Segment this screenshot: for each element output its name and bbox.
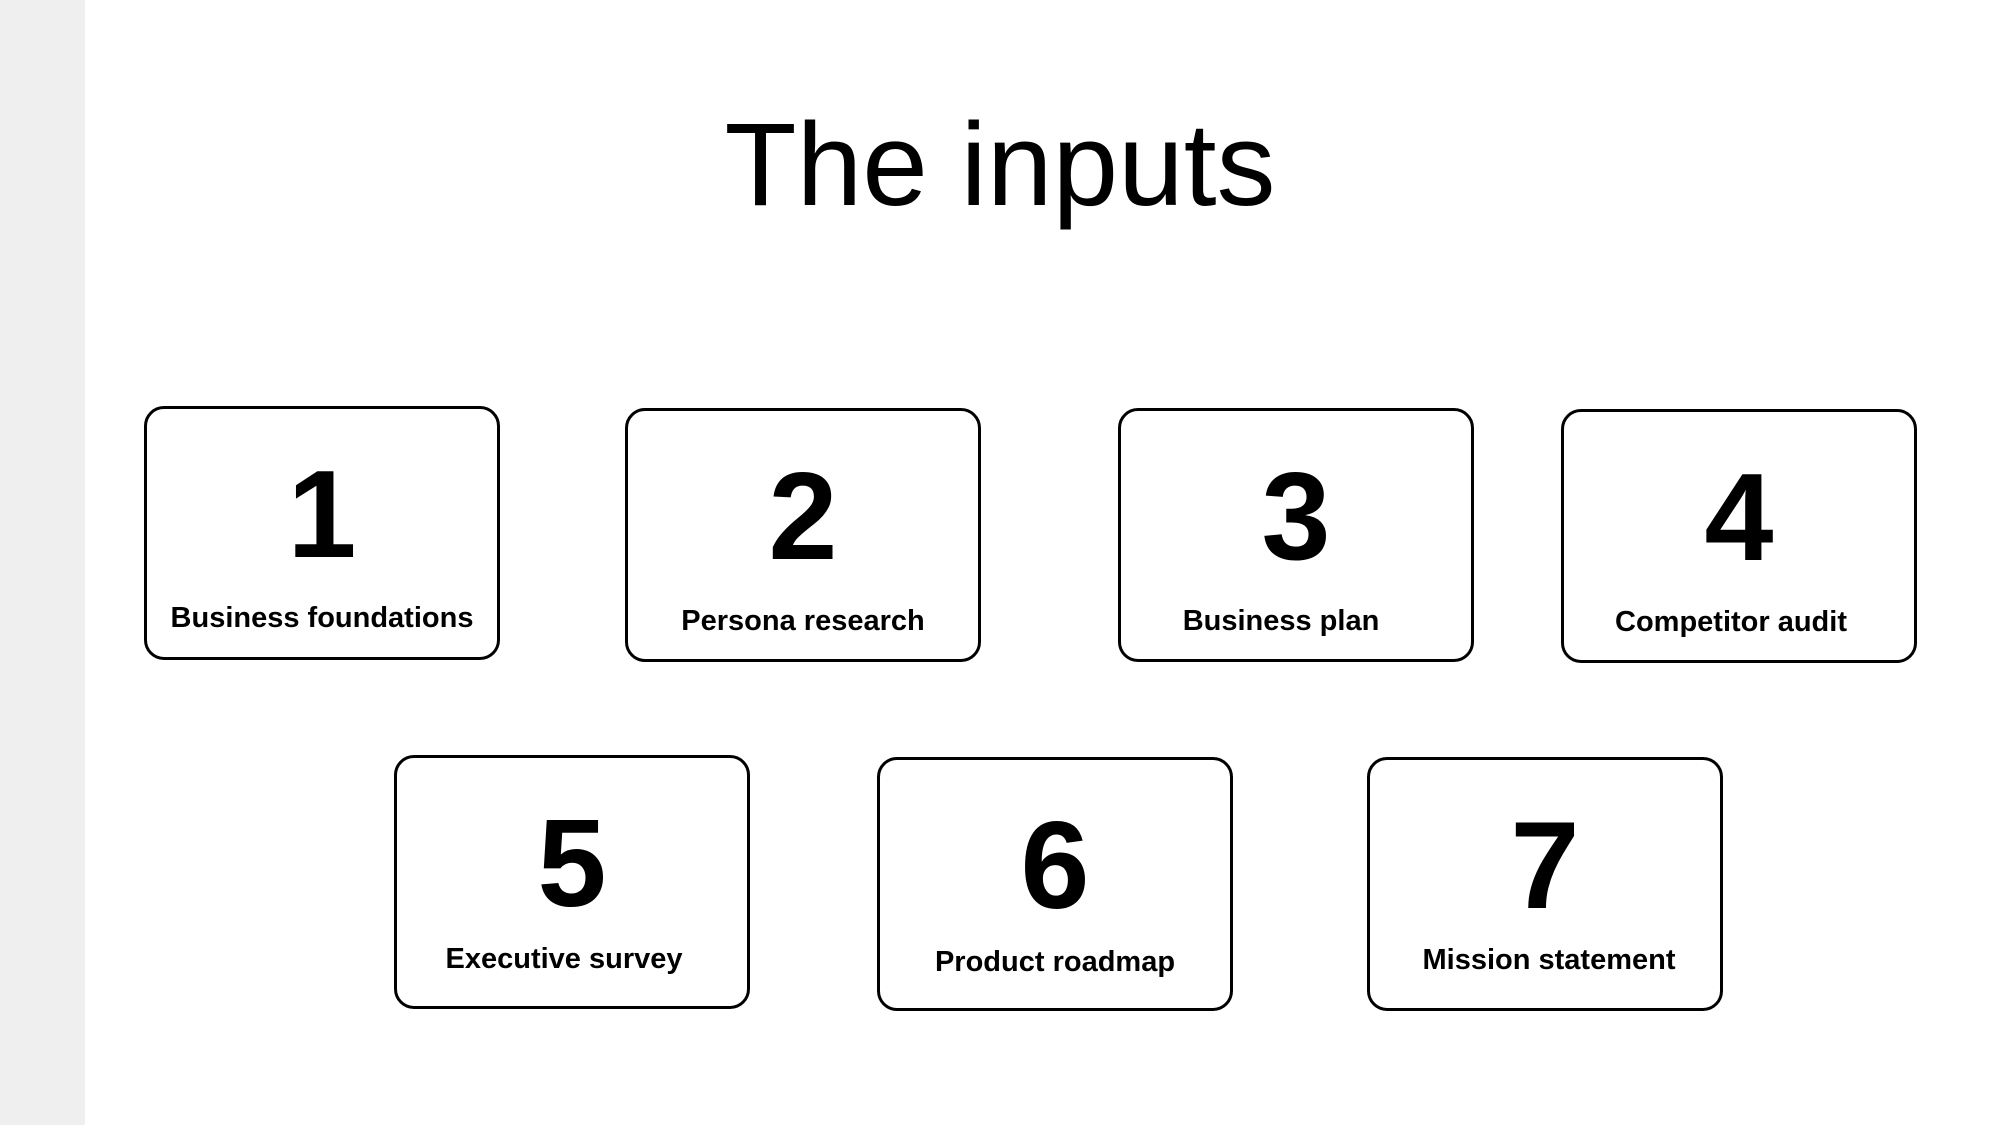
card-label: Persona research (681, 605, 925, 637)
input-card-1: 1 Business foundations (144, 406, 500, 660)
left-gutter (0, 0, 85, 1125)
card-label: Business plan (1182, 605, 1380, 637)
card-number: 2 (768, 448, 838, 586)
input-card-7: 7 Mission statement (1367, 757, 1723, 1011)
card-number: 3 (1261, 448, 1331, 586)
card-number: 7 (1510, 797, 1580, 935)
slide-canvas: The inputs 1 Business foundations 2 Pers… (85, 0, 2000, 1125)
card-label: Business foundations (170, 602, 474, 634)
card-label: Competitor audit (1615, 606, 1847, 638)
input-card-4: 4 Competitor audit (1561, 409, 1917, 663)
card-number: 1 (287, 446, 357, 584)
card-number: 6 (1020, 797, 1090, 935)
card-number: 4 (1704, 449, 1774, 587)
slide-title: The inputs (724, 99, 1276, 231)
input-card-2: 2 Persona research (625, 408, 981, 662)
input-card-6: 6 Product roadmap (877, 757, 1233, 1011)
card-label: Executive survey (445, 943, 683, 975)
input-card-5: 5 Executive survey (394, 755, 750, 1009)
card-label: Mission statement (1422, 944, 1676, 976)
input-card-3: 3 Business plan (1118, 408, 1474, 662)
card-number: 5 (537, 795, 607, 933)
card-label: Product roadmap (934, 946, 1176, 978)
